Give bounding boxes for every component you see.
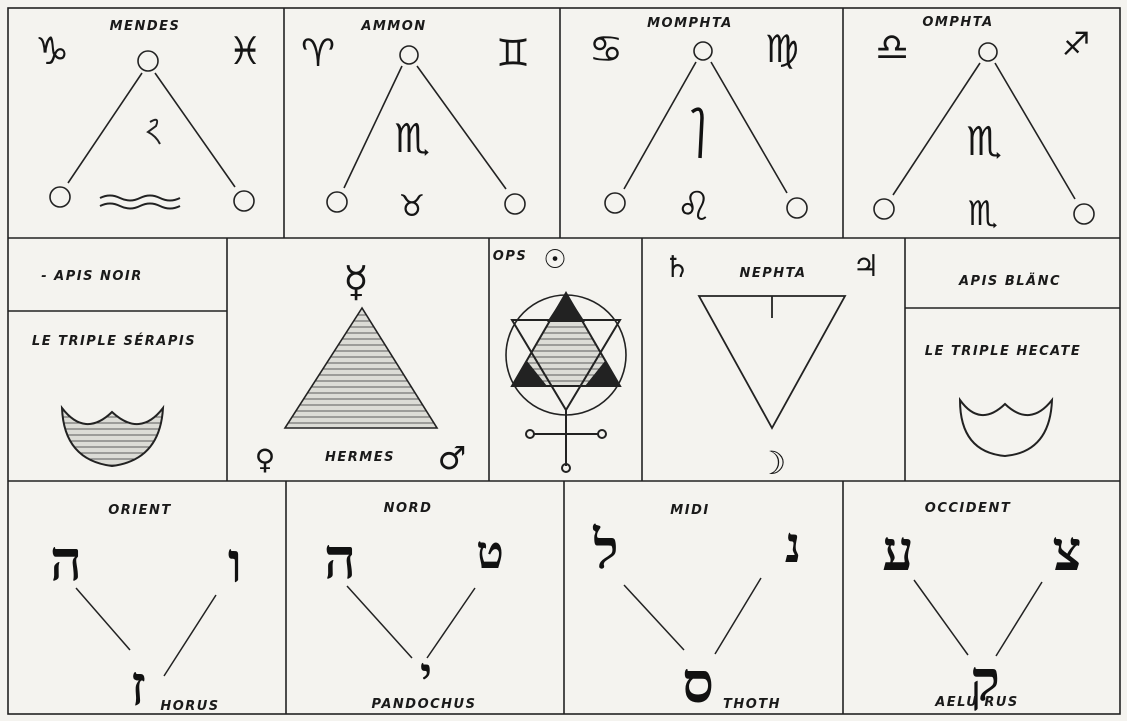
panel-nephta: ♄ ♃ NEPHTA ☽ (664, 249, 880, 482)
moon-icon: ☽ (758, 444, 787, 482)
apis-noir-label: - APIS NOIR (41, 269, 143, 284)
panel-mendes: MENDES ♑ ♓ (35, 19, 262, 211)
sun-icon: ☉ (543, 245, 566, 275)
ops-label: OPS (493, 249, 527, 264)
panel-orient: ORIENT ה ו ז HORUS (50, 503, 242, 719)
triple-hecate-label: LE TRIPLE HECATE (925, 344, 1082, 359)
center-sign-icon: ♏ (394, 116, 430, 162)
panel-momphta-title: MOMPHTA (647, 16, 733, 31)
thoth-label: THOTH (723, 697, 781, 712)
hebrew-letter-tsadi: צ (1052, 518, 1081, 584)
panel-hermes: ☿ HERMES ♀ ♂ (255, 257, 467, 477)
jupiter-icon: ♃ (853, 249, 880, 284)
nephta-label: NEPHTA (739, 266, 806, 281)
center-sign-icon: ♏ (966, 119, 1002, 165)
hebrew-letter-he: ה (50, 528, 82, 594)
venus-icon: ♀ (255, 443, 276, 476)
hermes-pyramid (285, 308, 437, 428)
direction-midi: MIDI (670, 503, 709, 518)
panel-midi: MIDI ל נ ס THOTH (592, 503, 801, 716)
mercury-top-icon: ☿ (343, 257, 369, 306)
panel-occident: OCCIDENT ע צ ק AELU RUS (882, 501, 1082, 714)
hebrew-letter-ayin: ע (882, 518, 914, 584)
sagittarius-icon: ♐ (1062, 25, 1091, 63)
panel-omphta-title: OMPHTA (922, 15, 993, 30)
panel-mendes-title: MENDES (110, 19, 181, 34)
panel-ammon: AMMON ♈ ♊ ♉ ♏ (301, 19, 530, 224)
hebrew-letter-yod: י (420, 647, 432, 701)
panel-ops: OPS ☉ (493, 245, 626, 472)
center-hook-icon (692, 109, 702, 158)
panel-ammon-title: AMMON (360, 19, 426, 34)
horus-label: HORUS (160, 699, 219, 714)
saturn-icon: ♄ (664, 250, 691, 285)
mars-icon: ♂ (438, 439, 467, 477)
hermes-label: HERMES (325, 450, 395, 465)
hebrew-letter-vav: ו (228, 530, 242, 596)
hebrew-letter-samekh: ס (682, 650, 714, 716)
gemini-icon: ♊ (496, 31, 530, 75)
black-crescent-icon (62, 408, 163, 466)
ops-apex-fill (547, 293, 585, 322)
capricorn-icon: ♑ (35, 29, 69, 73)
panel-nord: NORD ה ט י PANDOCHUS (324, 501, 504, 712)
aelurus-label: AELU RUS (934, 695, 1019, 710)
aquarius-waves-icon (100, 196, 180, 209)
libra-icon: ♎ (875, 25, 909, 69)
panel-omphta: OMPHTA ♎ ♐ ♏ ♏ (874, 15, 1094, 234)
cancer-icon: ♋ (589, 27, 623, 71)
direction-nord: NORD (384, 501, 433, 516)
panel-serapis: - APIS NOIR LE TRIPLE SÉRAPIS (32, 269, 196, 466)
apis-blanc-label: APIS BLÄNC (958, 273, 1061, 289)
hebrew-letter-he: ה (324, 526, 356, 592)
hebrew-letter-lamed: ל (592, 517, 618, 581)
taurus-icon: ♉ (399, 189, 426, 224)
ops-cross-icon (526, 410, 606, 472)
panel-momphta: MOMPHTA ♋ ♍ ♌ (589, 16, 807, 230)
pisces-icon: ♓ (228, 29, 262, 73)
hebrew-letter-zayin: ז (130, 653, 146, 719)
direction-orient: ORIENT (108, 503, 172, 518)
triple-serapis-label: LE TRIPLE SÉRAPIS (32, 333, 196, 349)
pandochus-label: PANDOCHUS (372, 697, 477, 712)
serpent-icon (148, 120, 160, 144)
white-crescent-icon (960, 400, 1052, 456)
direction-occident: OCCIDENT (925, 501, 1011, 516)
aries-icon: ♈ (301, 31, 335, 75)
hebrew-letter-nun: נ (785, 515, 801, 574)
scorpio-icon: ♏ (968, 194, 998, 234)
hebrew-letter-tet: ט (476, 525, 504, 579)
virgo-icon: ♍ (765, 27, 799, 71)
leo-icon: ♌ (676, 184, 712, 230)
panel-hecate: APIS BLÄNC LE TRIPLE HECATE (925, 273, 1082, 456)
